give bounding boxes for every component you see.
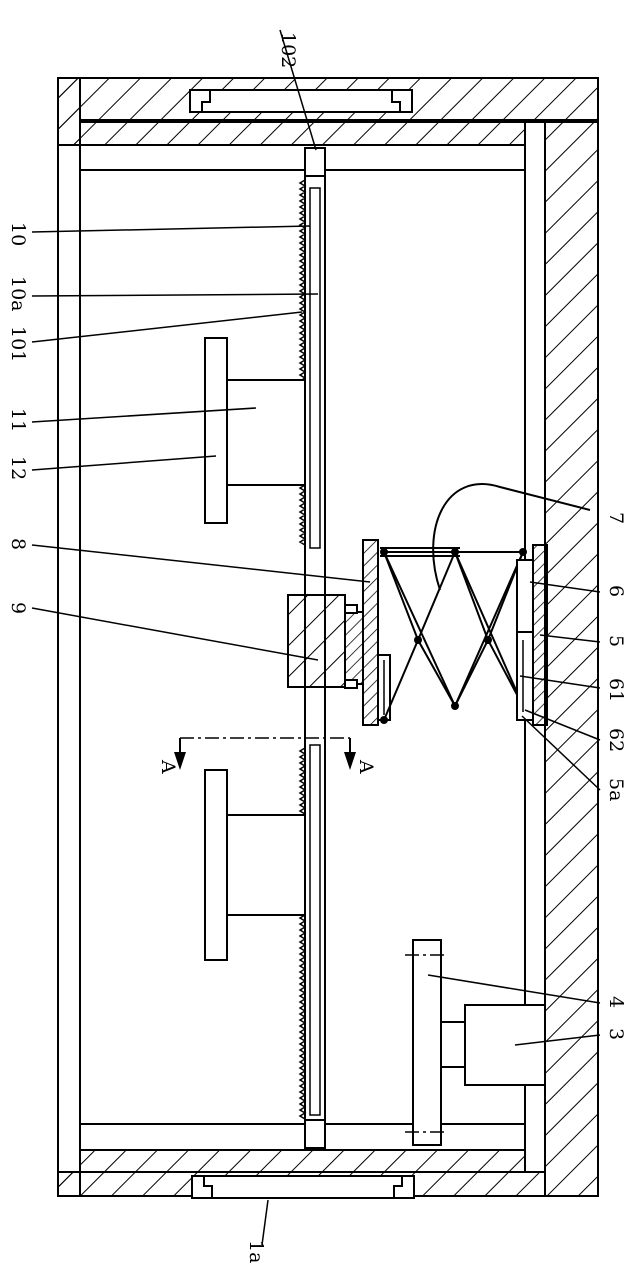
label-6: 6 [605, 585, 627, 597]
pivot-pin [451, 702, 459, 710]
label-10: 10 [7, 222, 29, 246]
label-5: 5 [605, 635, 627, 647]
label-3: 3 [605, 1028, 627, 1040]
label-1a: 1a [245, 1240, 267, 1263]
carrier-lower [205, 770, 305, 960]
label-11: 11 [7, 408, 29, 432]
label-7: 7 [605, 512, 627, 524]
section-label-a-right: A [355, 759, 377, 774]
pivot-pin [484, 636, 492, 644]
label-9: 9 [7, 602, 29, 614]
label-102: 102 [277, 32, 299, 68]
slider-block-9 [288, 595, 363, 688]
pivot-pin [414, 636, 422, 644]
pivot-pin [519, 548, 527, 556]
bottom-slot [192, 1176, 414, 1198]
label-61: 61 [605, 678, 627, 702]
carrier-upper [205, 338, 305, 523]
label-4: 4 [605, 996, 627, 1008]
label-10a: 10a [7, 276, 29, 312]
label-101: 101 [7, 326, 29, 362]
label-8: 8 [7, 538, 29, 550]
section-label-a-left: A [157, 759, 179, 774]
pivot-pin [380, 716, 388, 724]
label-5a: 5a [605, 778, 627, 801]
plate-8 [363, 540, 390, 725]
label-62: 62 [605, 728, 627, 752]
section-line-a [174, 738, 356, 770]
motor-3 [441, 1005, 545, 1085]
pivot-pin [380, 548, 388, 556]
pivot-pin [451, 548, 459, 556]
label-12: 12 [7, 456, 29, 480]
